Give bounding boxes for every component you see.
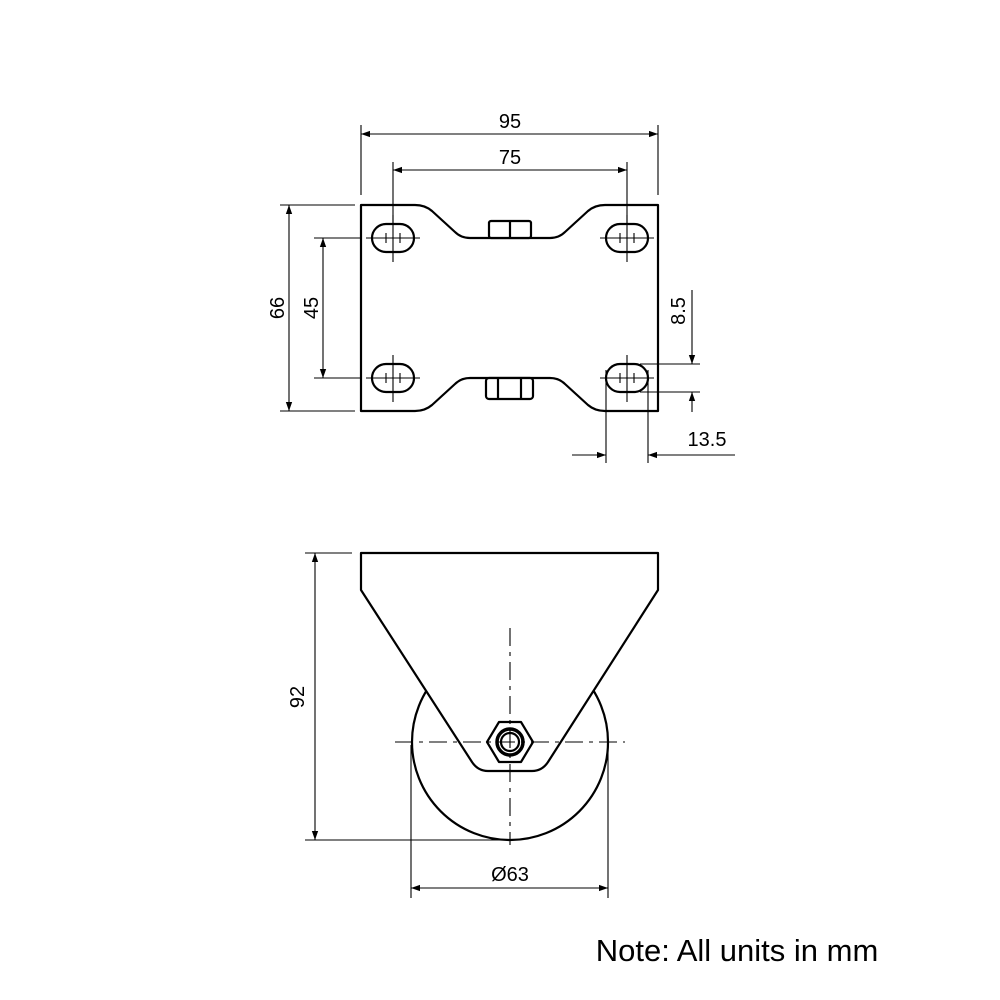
dimension-8-5: 8.5 bbox=[640, 290, 700, 412]
mounting-slots bbox=[366, 215, 654, 402]
dimension-92: 92 bbox=[287, 552, 510, 841]
dim-label-45: 45 bbox=[301, 297, 323, 319]
dimension-95: 95 bbox=[360, 111, 659, 195]
dimension-66: 66 bbox=[267, 204, 355, 412]
dim-label-75: 75 bbox=[499, 147, 521, 169]
top-nut bbox=[487, 219, 533, 240]
dim-label-13-5: 13.5 bbox=[688, 429, 727, 451]
dim-label-92: 92 bbox=[287, 686, 309, 708]
units-note: Note: All units in mm bbox=[596, 933, 879, 968]
dimension-75: 75 bbox=[392, 147, 628, 225]
dim-label-95: 95 bbox=[499, 111, 521, 133]
dimension-13-5: 13.5 bbox=[572, 370, 735, 463]
dim-label-diameter-63: Ø63 bbox=[491, 864, 529, 886]
bottom-nut bbox=[484, 376, 535, 401]
dim-label-8-5: 8.5 bbox=[668, 297, 690, 325]
dim-label-66: 66 bbox=[267, 297, 289, 319]
centerlines bbox=[395, 628, 625, 845]
dimension-diameter-63: Ø63 bbox=[410, 745, 609, 898]
top-plate bbox=[359, 203, 660, 413]
dimension-45: 45 bbox=[301, 237, 360, 379]
